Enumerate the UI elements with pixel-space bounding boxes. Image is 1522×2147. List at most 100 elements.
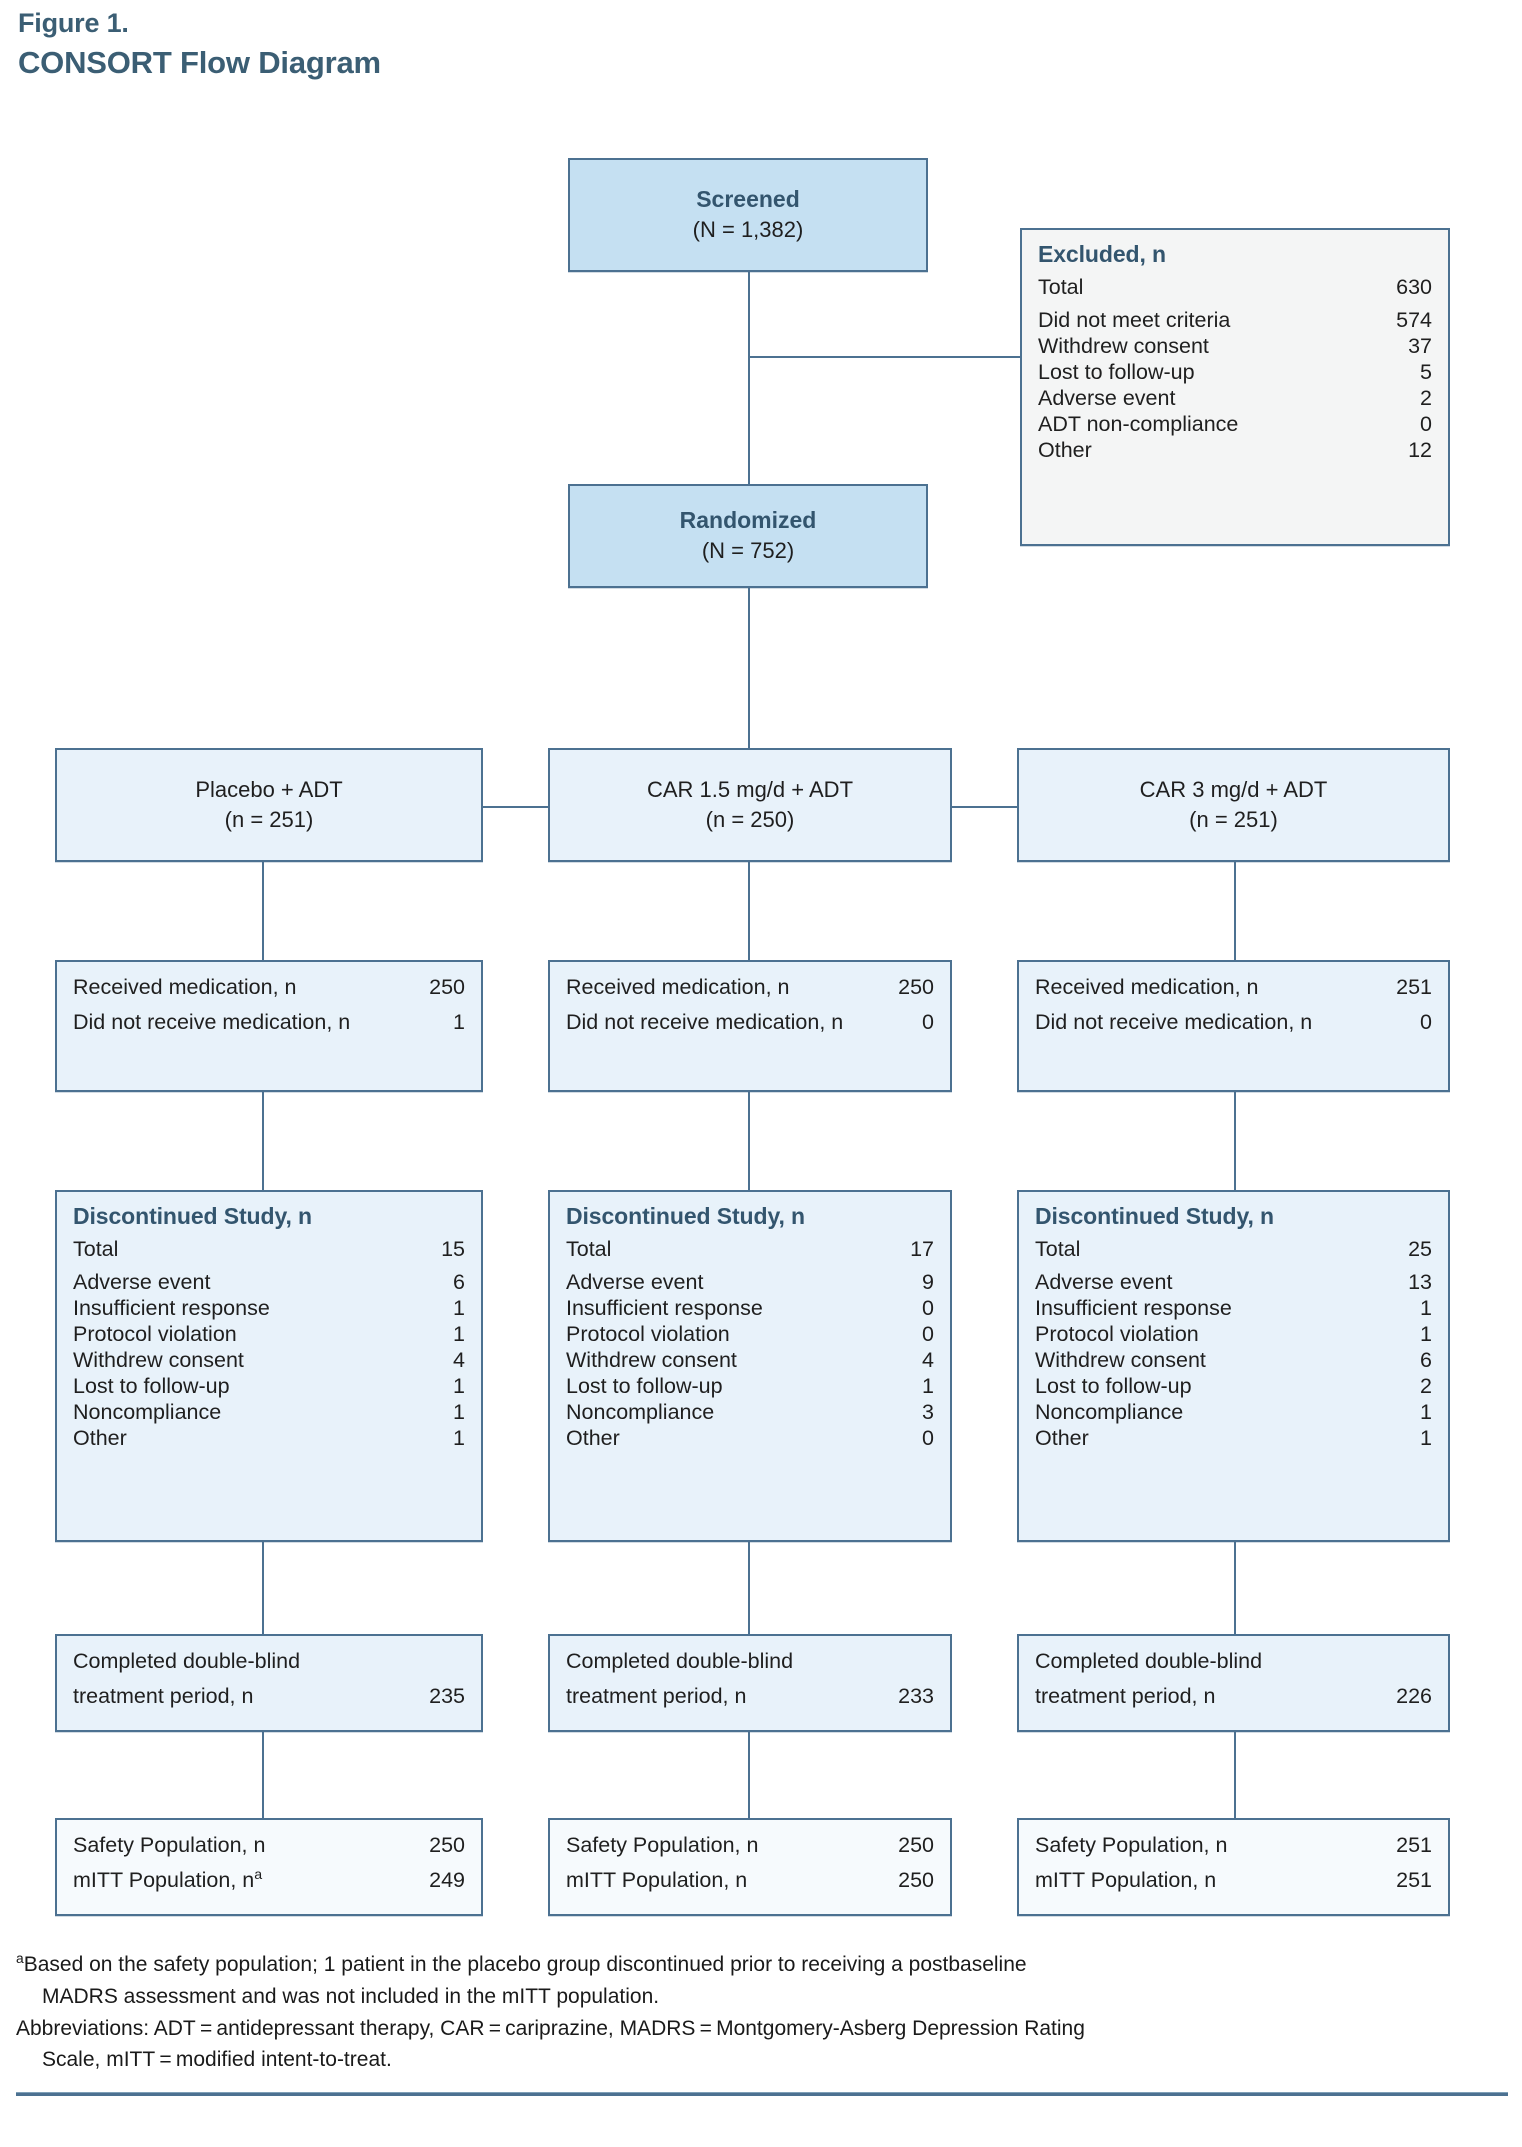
disc-label: Protocol violation — [1035, 1322, 1199, 1346]
randomized-title: Randomized — [679, 507, 817, 534]
connector-col1-arm-received — [262, 862, 264, 960]
disc-label: Lost to follow-up — [73, 1374, 230, 1398]
table-row: Did not receive medication, n 0 — [566, 1009, 934, 1037]
bottom-rule — [16, 2092, 1508, 2096]
table-row: Other 1 — [1035, 1425, 1432, 1451]
disc-value: 1 — [1420, 1296, 1432, 1320]
excluded-label: Did not meet criteria — [1038, 308, 1231, 332]
table-row: Lost to follow-up 2 — [1035, 1373, 1432, 1399]
randomized-count: (N = 752) — [701, 538, 795, 564]
disc-label: Total — [566, 1237, 612, 1261]
excluded-value: 2 — [1420, 386, 1432, 410]
arm-title: Placebo + ADT — [195, 777, 343, 803]
disc-value: 1 — [1420, 1400, 1432, 1424]
disc-label: Withdrew consent — [1035, 1348, 1206, 1372]
table-row: Insufficient response 1 — [73, 1295, 465, 1321]
completed-label-1: Completed double-blind — [73, 1649, 301, 1673]
received-medication-box-car3: Received medication, n 251 Did not recei… — [1017, 960, 1450, 1092]
disc-value: 0 — [922, 1426, 934, 1450]
table-row: Total 630 — [1038, 274, 1432, 300]
table-row: Other 12 — [1038, 437, 1432, 463]
discontinued-header: Discontinued Study, n — [73, 1203, 312, 1229]
arm-count: (n = 251) — [224, 807, 314, 832]
table-row: Noncompliance 1 — [73, 1399, 465, 1425]
disc-label: Total — [1035, 1237, 1081, 1261]
disc-label: Lost to follow-up — [1035, 1374, 1192, 1398]
connector-col1-received-disc — [262, 1092, 264, 1190]
disc-label: Protocol violation — [566, 1322, 730, 1346]
footnotes: aBased on the safety population; 1 patie… — [16, 1950, 1506, 2077]
disc-value: 1 — [453, 1296, 465, 1320]
figure-number: Figure 1. — [18, 8, 129, 38]
table-row: Adverse event 13 — [1035, 1269, 1432, 1295]
table-row: Withdrew consent 4 — [73, 1347, 465, 1373]
disc-value: 1 — [1420, 1426, 1432, 1450]
safety-population-label: Safety Population, n — [1035, 1833, 1228, 1857]
discontinued-box-car3: Discontinued Study, n Total 25 Adverse e… — [1017, 1190, 1450, 1542]
completed-line2: treatment period, n 235 — [73, 1683, 465, 1711]
connector-arm1-arm2 — [483, 806, 548, 808]
arm-count: (n = 250) — [705, 807, 795, 832]
table-row: Total 17 — [566, 1236, 934, 1262]
not-received-value: 0 — [922, 1009, 934, 1034]
safety-population-value: 250 — [429, 1833, 465, 1857]
disc-label: Noncompliance — [1035, 1400, 1184, 1424]
safety-population-label: Safety Population, n — [566, 1833, 759, 1857]
not-received-label: Did not receive medication, n — [566, 1009, 844, 1034]
footnote-marker-a: a — [254, 1866, 263, 1883]
received-value: 251 — [1396, 975, 1432, 999]
disc-label: Withdrew consent — [566, 1348, 737, 1372]
excluded-value: 12 — [1408, 438, 1432, 462]
completed-label-2: treatment period, n — [566, 1683, 747, 1708]
disc-value: 17 — [910, 1237, 934, 1261]
table-row: Protocol violation 1 — [1035, 1321, 1432, 1347]
completed-line2: treatment period, n 226 — [1035, 1683, 1432, 1711]
excluded-label: Other — [1038, 438, 1092, 462]
completed-line1: Completed double-blind — [73, 1648, 465, 1676]
connector-randomized-down — [748, 588, 750, 748]
table-row: Adverse event 6 — [73, 1269, 465, 1295]
table-row: Did not receive medication, n 0 — [1035, 1009, 1432, 1037]
connector-col3-disc-completed — [1234, 1542, 1236, 1634]
excluded-label: Adverse event — [1038, 386, 1176, 410]
footnote-marker: a — [16, 1950, 24, 1966]
table-row: Lost to follow-up 1 — [566, 1373, 934, 1399]
received-label: Received medication, n — [73, 975, 297, 999]
mitt-population-label: mITT Population, n — [566, 1867, 748, 1892]
disc-value: 4 — [453, 1348, 465, 1372]
connector-col3-arm-received — [1234, 862, 1236, 960]
excluded-value: 37 — [1408, 334, 1432, 358]
completed-value: 235 — [429, 1683, 465, 1708]
connector-col2-received-disc — [748, 1092, 750, 1190]
table-row: Withdrew consent 37 — [1038, 333, 1432, 359]
disc-label: Noncompliance — [566, 1400, 715, 1424]
disc-value: 6 — [1420, 1348, 1432, 1372]
table-row: Lost to follow-up 5 — [1038, 359, 1432, 385]
disc-label: Total — [73, 1237, 119, 1261]
discontinued-header: Discontinued Study, n — [1035, 1203, 1274, 1229]
table-row: Received medication, n 250 — [566, 974, 934, 1002]
table-row: Noncompliance 3 — [566, 1399, 934, 1425]
randomized-box: Randomized (N = 752) — [568, 484, 928, 588]
connector-col3-received-disc — [1234, 1092, 1236, 1190]
discontinued-header: Discontinued Study, n — [566, 1203, 805, 1229]
footnote-a: aBased on the safety population; 1 patie… — [16, 1950, 1027, 1976]
disc-value: 1 — [453, 1426, 465, 1450]
table-row: Received medication, n 250 — [73, 974, 465, 1002]
disc-label: Insufficient response — [566, 1296, 763, 1320]
table-row: mITT Population, na 249 — [73, 1867, 465, 1895]
figure-header: Figure 1. CONSORT Flow Diagram — [18, 8, 381, 83]
disc-label: Insufficient response — [73, 1296, 270, 1320]
table-row: Withdrew consent 4 — [566, 1347, 934, 1373]
disc-value: 9 — [922, 1270, 934, 1294]
excluded-value: 5 — [1420, 360, 1432, 384]
completed-line2: treatment period, n 233 — [566, 1683, 934, 1711]
disc-label: Adverse event — [73, 1270, 211, 1294]
received-label: Received medication, n — [566, 975, 790, 999]
mitt-population-label: mITT Population, na — [73, 1866, 263, 1892]
table-row: Other 0 — [566, 1425, 934, 1451]
disc-value: 0 — [922, 1322, 934, 1346]
table-row: Adverse event 2 — [1038, 385, 1432, 411]
received-value: 250 — [898, 975, 934, 999]
abbreviations-line1: Abbreviations: ADT = antidepressant ther… — [16, 2016, 1085, 2040]
